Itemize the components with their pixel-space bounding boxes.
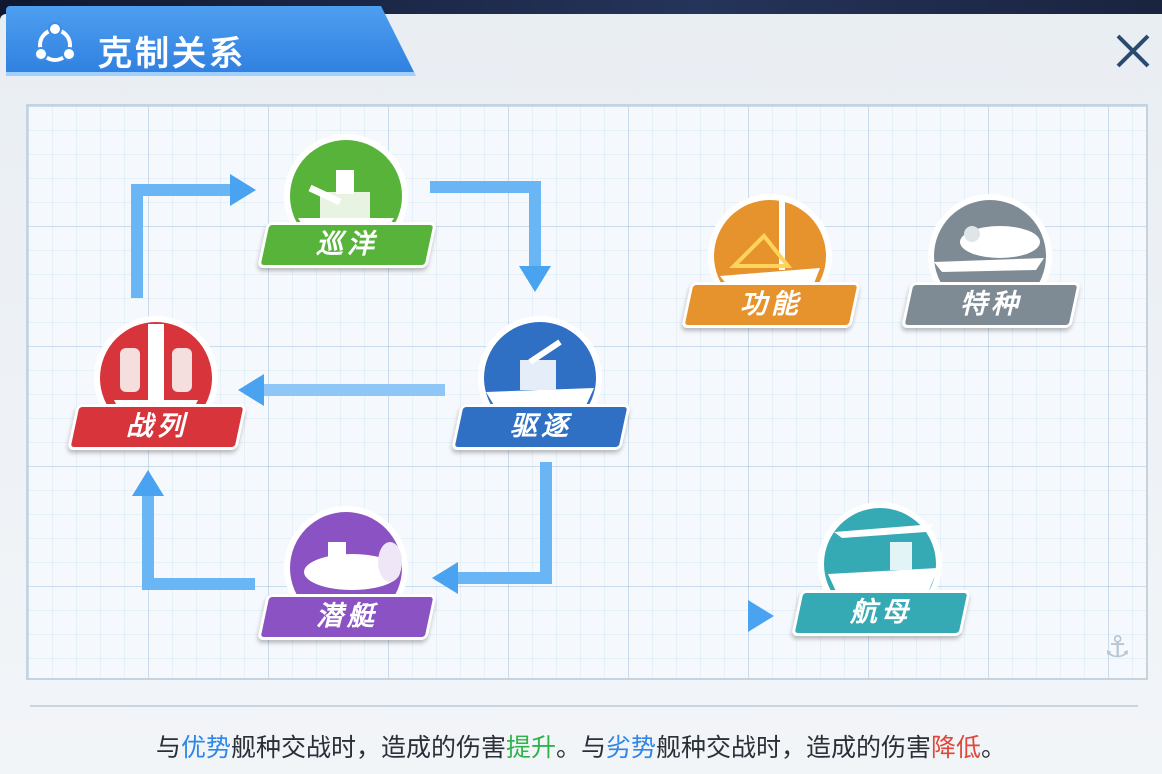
ship-label-destroyer: 驱逐 <box>451 404 631 450</box>
ship-carrier[interactable]: 航母 <box>791 498 971 648</box>
ship-label-carrier: 航母 <box>791 590 971 636</box>
note-decrease: 降低 <box>931 733 982 762</box>
ship-label-special: 特种 <box>901 282 1081 328</box>
anchor-icon: ⚓ <box>1104 630 1131 665</box>
ship-label-cruiser: 巡洋 <box>257 222 437 268</box>
note-disadvantage: 劣势 <box>606 733 657 762</box>
damage-note: 与优势舰种交战时，造成的伤害提升。与劣势舰种交战时，造成的伤害降低。 <box>0 728 1162 764</box>
ship-submarine[interactable]: 潜艇 <box>257 502 437 652</box>
page-title: 克制关系 <box>98 34 246 74</box>
note-text-1: 与 <box>155 733 181 762</box>
ship-destroyer[interactable]: 驱逐 <box>451 312 631 462</box>
divider <box>30 705 1138 707</box>
ship-cruiser[interactable]: 巡洋 <box>257 130 437 280</box>
share-cycle-icon <box>34 22 76 62</box>
ship-utility[interactable]: 功能 <box>681 190 861 340</box>
close-icon[interactable] <box>1104 22 1158 76</box>
ship-label-battleship: 战列 <box>67 404 247 450</box>
note-increase: 提升 <box>505 733 556 762</box>
ship-battleship[interactable]: 战列 <box>67 312 247 462</box>
title-tab: 克制关系 <box>6 6 416 76</box>
note-text-3: 。与 <box>555 733 606 762</box>
ship-label-submarine: 潜艇 <box>257 594 437 640</box>
ship-label-utility: 功能 <box>681 282 861 328</box>
ship-special[interactable]: 特种 <box>901 190 1081 340</box>
note-text-2: 舰种交战时，造成的伤害 <box>230 733 506 762</box>
note-advantage: 优势 <box>180 733 231 762</box>
note-text-5: 。 <box>981 733 1007 762</box>
note-text-4: 舰种交战时，造成的伤害 <box>656 733 932 762</box>
